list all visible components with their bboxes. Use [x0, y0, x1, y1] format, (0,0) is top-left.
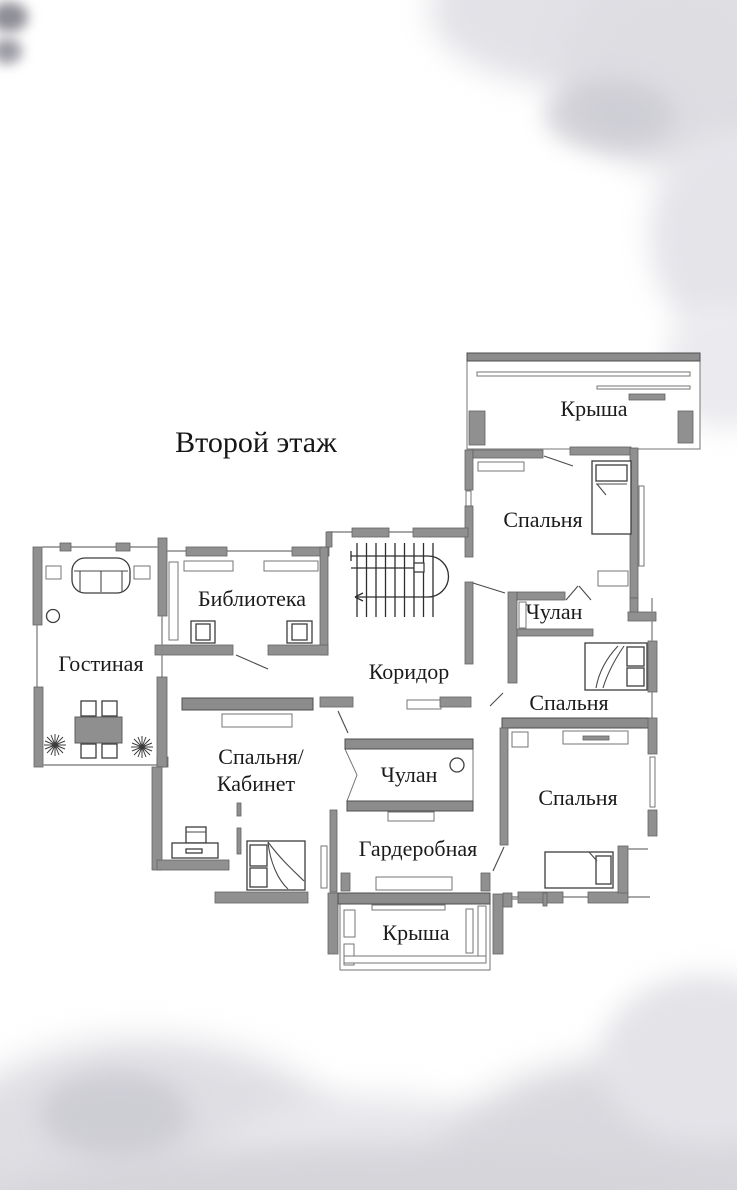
bed-single — [591, 460, 632, 535]
shelf — [518, 601, 527, 629]
bookshelf — [183, 560, 234, 572]
shelf — [477, 461, 525, 472]
room-label-bedroom-top: Спальня — [503, 507, 582, 532]
room-corridor: Коридор — [319, 527, 472, 710]
room-label-living: Гостиная — [58, 651, 143, 676]
dresser — [171, 826, 219, 859]
room-label-roof-top: Крыша — [560, 396, 627, 421]
lamp — [45, 608, 61, 624]
plant-icon — [44, 734, 66, 756]
shelf — [375, 876, 453, 891]
room-bedroom-bottom-right: Спальня — [492, 717, 658, 904]
walls — [181, 697, 349, 904]
room-label-closet-middle: Чулан — [381, 762, 438, 787]
room-bedroom-top-right: Спальня — [464, 446, 657, 665]
room-bedroom-middle-right: Спальня — [489, 598, 658, 718]
bed-double — [584, 642, 648, 691]
staircase — [350, 543, 450, 617]
sofa — [71, 557, 131, 594]
shelf — [387, 811, 435, 822]
walls — [154, 537, 330, 670]
walls — [32, 542, 230, 871]
bookshelf — [168, 561, 179, 641]
room-living: Гостиная — [32, 542, 230, 871]
room-label-bedroom-bottom: Спальня — [538, 785, 617, 810]
cabinet — [511, 731, 529, 748]
armchair — [190, 620, 216, 644]
room-library: Библиотека — [154, 537, 330, 670]
room-label-library: Библиотека — [198, 586, 306, 611]
plant-icon — [131, 736, 153, 758]
radiator — [597, 570, 629, 587]
room-label-bedroom-office-2: Кабинет — [217, 771, 296, 796]
room-roof-bottom: Крыша — [327, 892, 548, 971]
side-table — [133, 565, 151, 580]
room-label-wardrobe: Гардеробная — [359, 836, 477, 861]
bookshelf — [263, 560, 319, 572]
walls — [319, 527, 472, 710]
room-wardrobe: Гардеробная — [340, 836, 491, 892]
side-table — [45, 565, 62, 580]
walls — [492, 717, 658, 904]
room-roof-top: Крыша — [466, 352, 701, 450]
room-label-closet-right: Чулан — [526, 599, 583, 624]
page-title: Второй этаж — [175, 426, 337, 459]
room-label-bedroom-mid: Спальня — [529, 690, 608, 715]
shelf — [221, 713, 293, 728]
room-label-roof-bottom: Крыша — [382, 920, 449, 945]
armchair — [286, 620, 313, 644]
room-label-bedroom-office-1: Спальня/ — [218, 744, 304, 769]
bed-single — [544, 851, 614, 889]
room-closet-middle: Чулан — [344, 738, 474, 822]
room-bedroom-office: Спальня/ Кабинет — [171, 697, 349, 904]
room-closet-right: Чулан — [507, 585, 594, 684]
shelf — [562, 730, 629, 745]
dining-table — [74, 700, 123, 759]
doorknob — [449, 757, 465, 773]
bed-double — [246, 840, 306, 891]
room-label-corridor: Коридор — [369, 659, 450, 684]
walls — [464, 446, 657, 665]
